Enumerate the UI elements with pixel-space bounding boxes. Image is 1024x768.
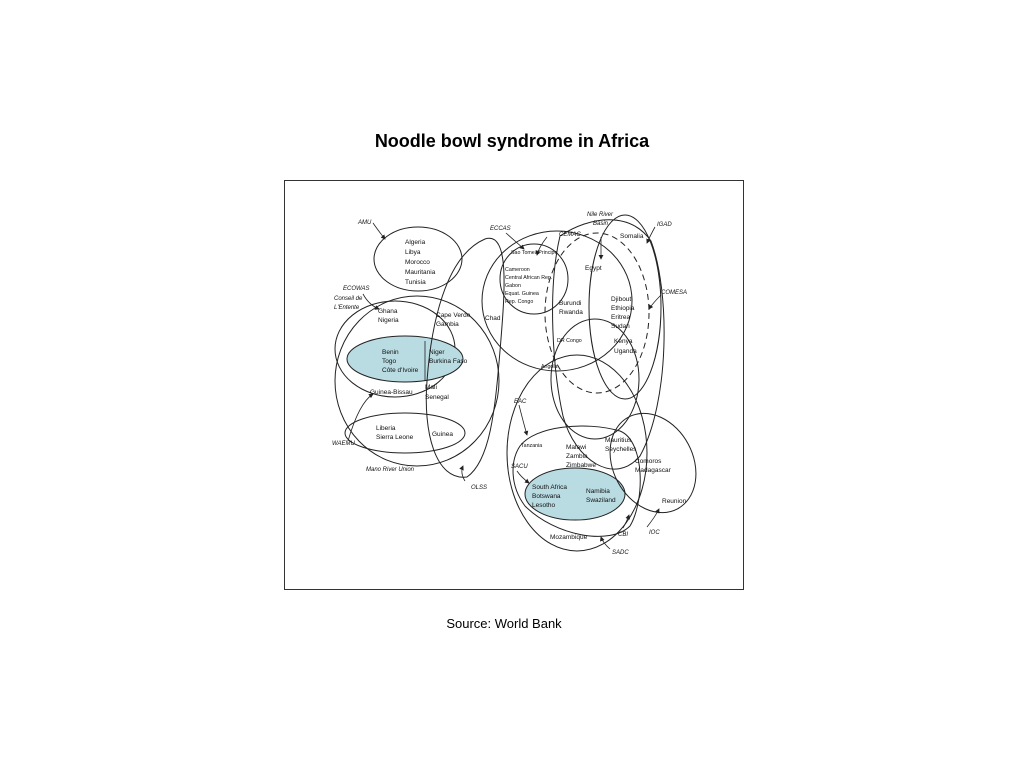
ioc-ellipse [609, 412, 697, 514]
country-uganda: Uganda [614, 348, 637, 355]
country-liberia: Liberia [376, 425, 396, 432]
label-amu: AMU [357, 220, 372, 226]
country-angola: Angola [541, 364, 558, 370]
country-mali: Mali [425, 384, 437, 391]
country-eritrea: Eritrea [611, 314, 631, 321]
country-burkina-faso: Burkina Faso [429, 358, 468, 365]
country-botswana: Botswana [532, 493, 561, 500]
country-tunisia: Tunisia [405, 279, 426, 286]
label-sacu: SACU [511, 464, 528, 470]
cbi-curve [512, 425, 641, 537]
eac-ellipse [550, 318, 640, 440]
label-nile-2: Basin [593, 221, 609, 227]
label-cemac: CEMAC [559, 232, 581, 238]
slide-title: Noodle bowl syndrome in Africa [374, 131, 650, 151]
label-mano-river: Mano River Union [366, 467, 415, 473]
country-niger: Niger [429, 349, 445, 356]
country-kenya: Kenya [614, 338, 633, 345]
country-mauritania: Mauritania [405, 269, 436, 276]
country-gambia: Gambia [436, 321, 459, 328]
country-algeria: Algeria [405, 239, 426, 246]
eccas-ellipse [481, 230, 633, 372]
igad-ellipse [588, 214, 662, 400]
country-dr-congo: DR Congo [557, 338, 582, 344]
country-egypt: Egypt [585, 265, 602, 272]
country-ghana: Ghana [378, 308, 398, 315]
label-ecowas: ECOWAS [343, 286, 370, 292]
country-reunion: Reunion [662, 498, 687, 505]
country-gabon: Gabon [505, 283, 521, 289]
country-mauritius: Mauritius [605, 437, 632, 444]
country-tanzania: Tanzania [521, 443, 542, 449]
country-morocco: Morocco [405, 259, 430, 266]
label-olss: OLSS [471, 485, 487, 491]
country-senegal: Senegal [425, 394, 449, 401]
country-cameroon: Cameroon [505, 267, 530, 273]
country-cape-verde: Cape Verde [436, 312, 471, 319]
country-togo: Togo [382, 358, 396, 365]
diagram-frame: AMU ECOWAS Conseil de L'Entente WAEMU Ma… [284, 180, 744, 590]
country-ethiopia: Ethiopia [611, 305, 635, 312]
country-djibouti: Djibouti [611, 296, 633, 303]
label-igad: IGAD [657, 222, 672, 228]
country-rep-congo: Rep. Congo [505, 299, 533, 305]
label-conseil-2: L'Entente [334, 305, 360, 311]
country-burundi: Burundi [559, 300, 581, 307]
country-sao-tome: Sao Tome&Principe [511, 250, 557, 256]
country-seychelles: Seychelles [605, 446, 637, 453]
country-somalia: Somalia [620, 233, 644, 240]
country-zambia: Zambia [566, 453, 588, 460]
country-libya: Libya [405, 249, 421, 256]
label-nile-1: Nile River [587, 212, 614, 218]
label-eac: EAC [514, 399, 527, 405]
country-nigeria: Nigeria [378, 317, 399, 324]
waemu-ellipse [346, 335, 464, 383]
country-malawi: Malawi [566, 444, 586, 451]
country-equatorial-guinea: Equat. Guinea [505, 291, 539, 297]
country-car: Central African Rep. [505, 275, 552, 281]
country-zimbabwe: Zimbabwe [566, 462, 596, 469]
country-lesotho: Lesotho [532, 502, 556, 509]
country-guinea-bissau: Guinea-Bissau [370, 389, 413, 396]
country-swaziland: Swaziland [586, 497, 616, 504]
country-rwanda: Rwanda [559, 309, 583, 316]
label-cbi: CBI [618, 532, 628, 538]
cemac-ellipse [499, 243, 569, 315]
label-ioc: IOC [649, 530, 660, 536]
country-namibia: Namibia [586, 488, 610, 495]
country-comoros: Comoros [635, 458, 662, 465]
sacu-ellipse [524, 467, 626, 521]
country-guinea: Guinea [432, 431, 453, 438]
country-madagascar: Madagascar [635, 467, 672, 474]
ecowas-ellipse [334, 295, 500, 467]
country-mozambique: Mozambique [550, 534, 588, 541]
label-waemu: WAEMU [332, 441, 356, 447]
source-caption: Source: World Bank [446, 616, 562, 631]
country-sierra-leone: Sierra Leone [376, 434, 414, 441]
olss-curve [425, 237, 505, 478]
label-comesa: COMESA [661, 290, 687, 296]
noodle-bowl-diagram: AMU ECOWAS Conseil de L'Entente WAEMU Ma… [332, 212, 697, 556]
amu-ellipse [373, 226, 463, 292]
country-sudan: Sudan [611, 323, 630, 330]
label-conseil-1: Conseil de [334, 296, 363, 302]
country-chad: Chad [485, 315, 501, 322]
sadc-ellipse [506, 354, 648, 552]
country-cote-divoire: Côte d'Ivoire [382, 367, 419, 374]
nile-basin-ellipse [544, 232, 650, 394]
country-south-africa: South Africa [532, 484, 567, 491]
comesa-curve [552, 219, 665, 470]
mano-river-ellipse [344, 412, 466, 454]
country-benin: Benin [382, 349, 399, 356]
label-sadc: SADC [612, 550, 629, 556]
label-eccas: ECCAS [490, 226, 511, 232]
